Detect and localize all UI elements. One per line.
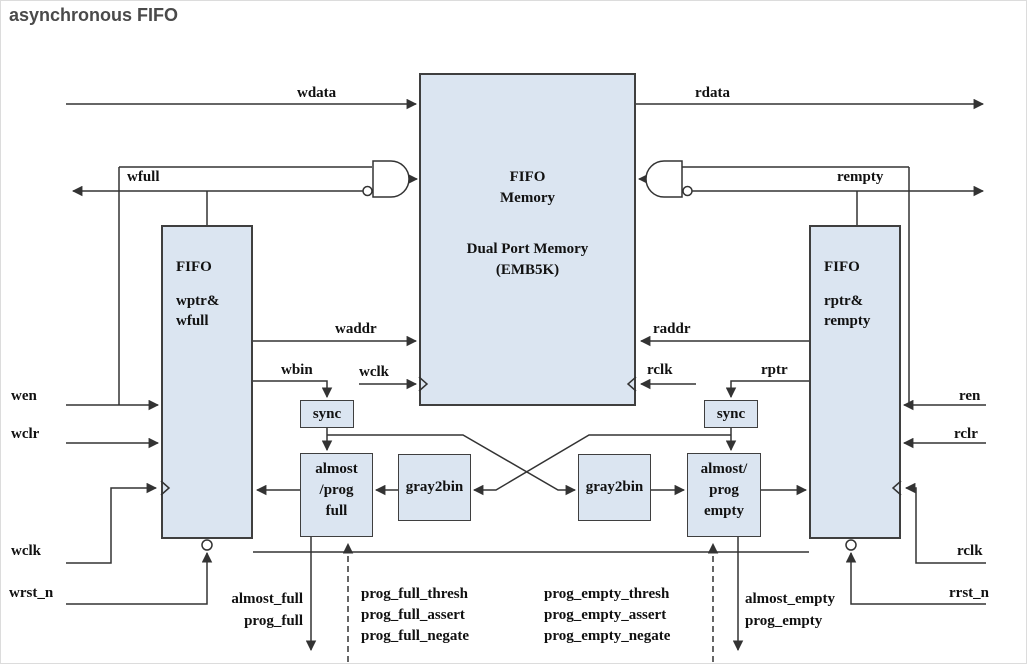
- wrst-bubble-icon: [201, 539, 213, 551]
- memory-rclk-chevron-icon: [626, 376, 637, 392]
- page-title: asynchronous FIFO: [9, 5, 179, 25]
- read-gate-inverter-bubble-icon: [682, 185, 693, 197]
- prog-empty-threshold-labels: prog_empty_thresh prog_empty_assert prog…: [544, 584, 670, 647]
- read-pointer-line3: rempty: [824, 313, 871, 329]
- almost-prog-empty-line2: prog: [709, 482, 739, 498]
- signal-label-rclk: rclk: [957, 543, 983, 559]
- write-gate-inverter-bubble-icon: [362, 185, 373, 197]
- signal-label-ren: ren: [959, 388, 981, 404]
- signal-label-rptr: rptr: [761, 362, 788, 378]
- rrst-wire: [845, 551, 986, 605]
- and-gate-write-icon: [372, 160, 410, 198]
- rptr-clock-chevron-icon: [891, 480, 902, 496]
- signal-label-wbin: wbin: [281, 362, 313, 378]
- signal-label-wclr: wclr: [11, 426, 40, 442]
- almost-prog-empty-line3: empty: [704, 503, 744, 519]
- block-gray2bin-left: gray2bin: [398, 454, 471, 521]
- block-fifo-memory: FIFO Memory Dual Port Memory (EMB5K): [419, 73, 636, 406]
- block-almost-prog-full: almost /prog full: [300, 453, 373, 537]
- read-pointer-line2: rptr&: [824, 293, 864, 309]
- fifo-memory-line1: FIFO: [509, 169, 546, 185]
- signal-label-wdata: wdata: [297, 85, 337, 101]
- rptr-wire: [725, 380, 809, 399]
- fifo-memory-line2: Memory: [500, 190, 555, 206]
- signal-label-wclk: wclk: [11, 543, 41, 559]
- read-pointer-label: FIFO rptr& rempty: [811, 227, 899, 331]
- cross-wire-left-to-right: [327, 434, 577, 496]
- wbin-wire: [253, 380, 333, 399]
- almost-prog-full-label: almost /prog full: [301, 454, 372, 522]
- rrst-bubble-icon: [845, 539, 857, 551]
- signal-label-wen: wen: [11, 388, 37, 404]
- block-sync-right: sync: [704, 400, 758, 428]
- clock-symbols: [160, 376, 902, 496]
- rclk-wire: [904, 482, 986, 564]
- signal-label-prog-full-thresh: prog_full_thresh: [361, 586, 468, 602]
- signal-label-rclr: rclr: [954, 426, 978, 442]
- and-gate-read-icon: [645, 160, 683, 198]
- almost-prog-empty-label: almost/ prog empty: [688, 454, 760, 522]
- signal-label-prog-empty-thresh: prog_empty_thresh: [544, 586, 670, 602]
- signal-label-rempty: rempty: [837, 169, 884, 185]
- block-almost-prog-empty: almost/ prog empty: [687, 453, 761, 537]
- almost-prog-full-line1: almost: [315, 461, 358, 477]
- signal-label-prog-full: prog_full: [244, 613, 303, 629]
- signal-label-waddr: waddr: [335, 321, 377, 337]
- write-pointer-line1: FIFO: [176, 259, 212, 275]
- write-pointer-line2: wptr&: [176, 293, 220, 309]
- signal-label-prog-empty-negate: prog_empty_negate: [544, 628, 671, 644]
- wrst-wire: [66, 551, 213, 605]
- block-gray2bin-right: gray2bin: [578, 454, 651, 521]
- signal-wires: [66, 98, 986, 662]
- block-read-pointer: FIFO rptr& rempty: [809, 225, 901, 539]
- signal-label-wrst-n: wrst_n: [9, 585, 54, 601]
- signal-label-prog-full-negate: prog_full_negate: [361, 628, 470, 644]
- block-sync-left: sync: [300, 400, 354, 428]
- signal-label-raddr: raddr: [653, 321, 691, 337]
- signal-label-almost-full: almost_full: [231, 591, 303, 607]
- signal-label-wclk-mem: wclk: [359, 364, 389, 380]
- signal-label-almost-empty: almost_empty: [745, 591, 835, 607]
- fifo-memory-label: FIFO Memory Dual Port Memory (EMB5K): [421, 75, 634, 281]
- signal-label-prog-empty: prog_empty: [745, 613, 823, 629]
- signal-label-prog-full-assert: prog_full_assert: [361, 607, 465, 623]
- signal-label-prog-empty-assert: prog_empty_assert: [544, 607, 667, 623]
- fifo-memory-line4: (EMB5K): [495, 262, 560, 278]
- fifo-memory-line3: Dual Port Memory: [466, 241, 589, 257]
- signal-label-wfull: wfull: [127, 169, 160, 185]
- almost-prog-full-line2: /prog: [319, 482, 354, 498]
- gates: [362, 160, 693, 198]
- prog-full-threshold-labels: prog_full_thresh prog_full_assert prog_f…: [361, 584, 469, 647]
- signal-label-rclk-mem: rclk: [647, 362, 673, 378]
- signal-label-rdata: rdata: [695, 85, 730, 101]
- cross-wire-right-to-left: [472, 434, 731, 496]
- wclk-wire: [66, 482, 158, 564]
- memory-wclk-chevron-icon: [418, 376, 429, 392]
- write-pointer-line3: wfull: [176, 313, 209, 329]
- wptr-clock-chevron-icon: [160, 480, 171, 496]
- signal-label-rrst-n: rrst_n: [949, 585, 989, 601]
- almost-prog-full-line3: full: [325, 503, 348, 519]
- almost-prog-empty-line1: almost/: [700, 461, 748, 477]
- reset-bubbles: [201, 539, 857, 551]
- read-pointer-line1: FIFO: [824, 259, 860, 275]
- write-pointer-label: FIFO wptr& wfull: [163, 227, 251, 331]
- block-write-pointer: FIFO wptr& wfull: [161, 225, 253, 539]
